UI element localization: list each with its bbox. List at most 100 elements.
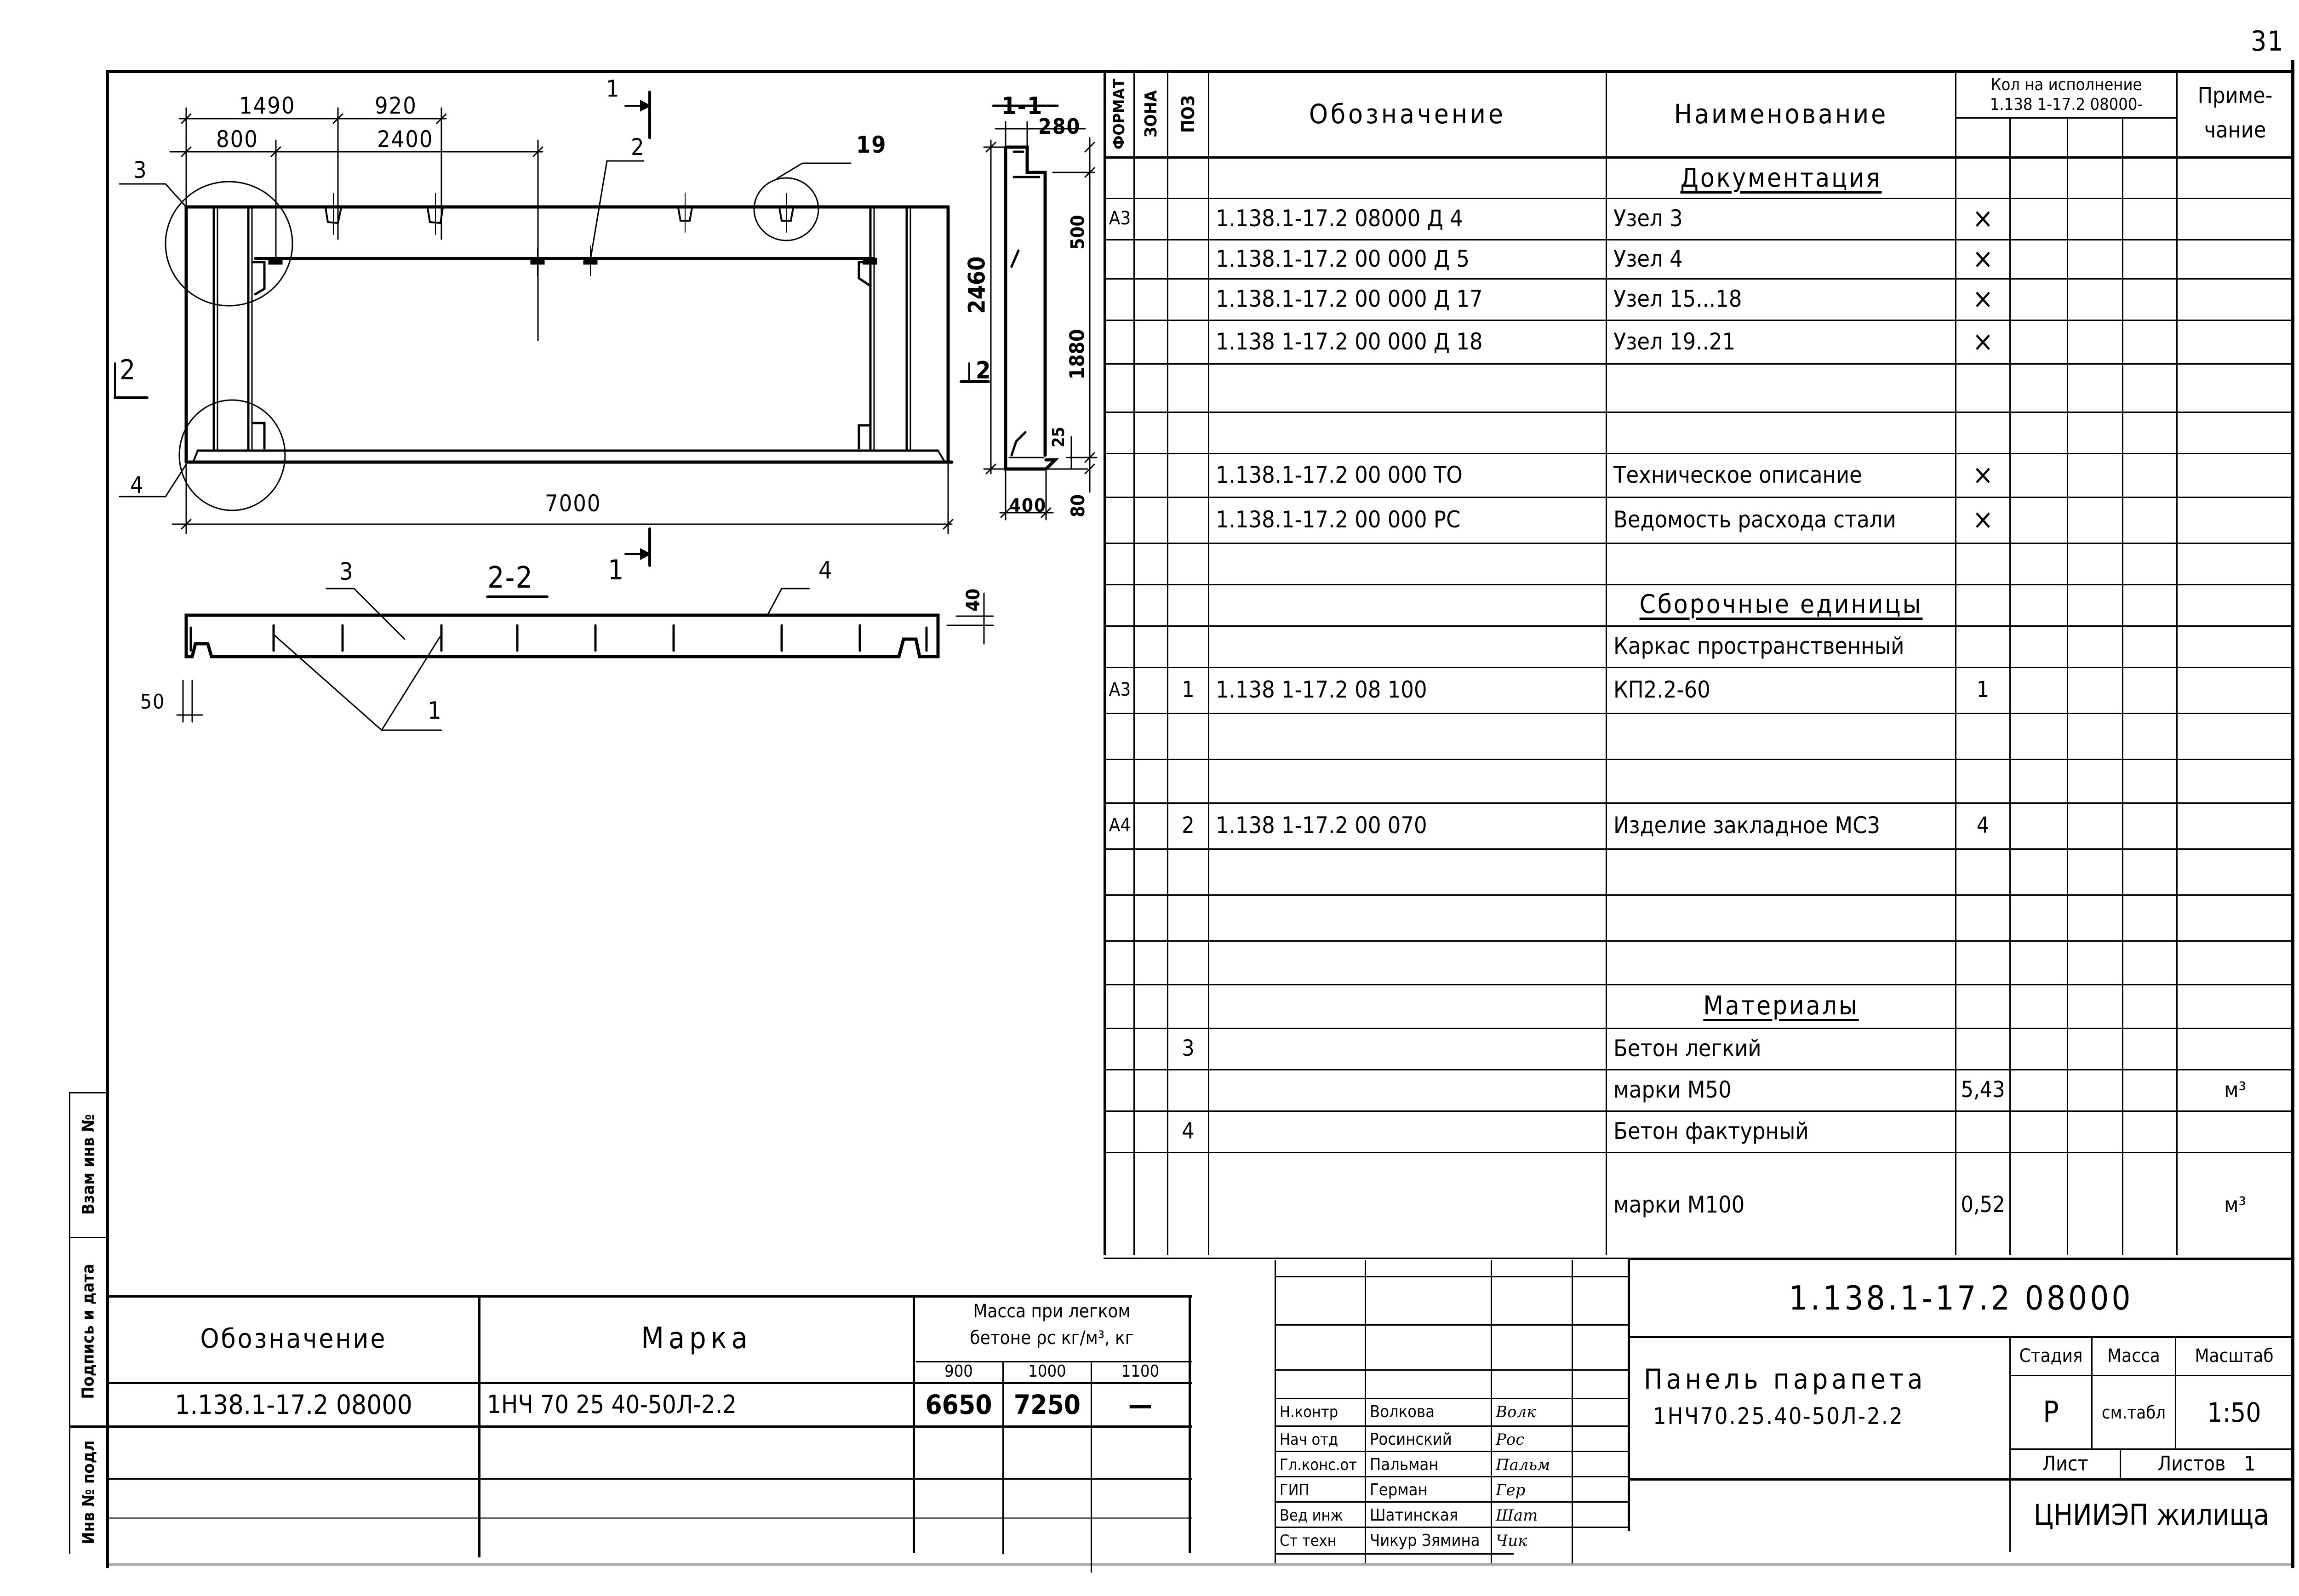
dim-7000: 7000 xyxy=(545,490,601,517)
signature-sign: Рос xyxy=(1496,1430,1525,1449)
spec-cell-qty: × xyxy=(1972,242,1994,275)
spec-cell-designation xyxy=(1209,1028,1606,1069)
section-mark-1-top: 1 xyxy=(606,75,620,102)
spec-cell-note: м³ xyxy=(2224,1192,2246,1217)
spec-cell-designation xyxy=(1209,625,1606,667)
callout-1-section: 1 xyxy=(428,697,442,725)
spec-cell-designation: 1.138.1-17.2 00 000 ТО xyxy=(1216,461,1463,488)
spec-cell-note xyxy=(2178,667,2293,713)
mass-header-mark: Марка xyxy=(641,1321,752,1356)
row-divider xyxy=(1104,239,2294,240)
spec-cell-name: марки М100 xyxy=(1613,1191,1745,1218)
title-line2: 1НЧ70.25.40-50Л-2.2 xyxy=(1653,1403,1904,1430)
frame-left xyxy=(106,71,109,1568)
dim-40: 40 xyxy=(963,588,984,612)
header-designation: Обозначение xyxy=(1309,98,1506,130)
mass-header-line1: Масса при легком xyxy=(973,1301,1131,1322)
spec-cell-pos xyxy=(1168,543,1208,584)
spec-cell-note xyxy=(2178,984,2293,1028)
spec-cell-pos xyxy=(1168,894,1208,940)
spec-cell-qty xyxy=(1956,543,2009,584)
spec-cell-designation: 1.138.1-17.2 00 000 Д 5 xyxy=(1216,245,1470,272)
spec-cell-zone xyxy=(1135,497,1167,543)
spec-cell-qty: 5,43 xyxy=(1961,1077,2005,1103)
spec-cell-zone xyxy=(1135,940,1167,984)
spec-cell-qty: × xyxy=(1972,458,1994,491)
row-divider xyxy=(1104,984,2294,985)
spec-cell-zone xyxy=(1135,584,1167,625)
spec-cell-note xyxy=(2178,1028,2293,1069)
header-qty-line2: 1.138 1-17.2 08000- xyxy=(1990,95,2143,114)
signature-role: Н.контр xyxy=(1280,1402,1338,1421)
spec-cell-designation: 1.138 1-17.2 00 000 Д 18 xyxy=(1216,328,1483,355)
sheet-label: Лист xyxy=(2042,1452,2088,1476)
row-divider xyxy=(1104,543,2294,544)
spec-cell-format: А3 xyxy=(1109,679,1131,700)
spec-cell-format xyxy=(1106,453,1133,497)
section-2-2-dimensions xyxy=(176,592,994,723)
spec-cell-zone xyxy=(1135,625,1167,667)
mass-density-900: 900 xyxy=(944,1362,973,1381)
section-2-2-rebar xyxy=(189,624,928,652)
dim-1880: 1880 xyxy=(1065,328,1089,380)
spec-cell-qty: × xyxy=(1972,283,1994,315)
signature-name: Росинский xyxy=(1370,1430,1452,1449)
dim-25: 25 xyxy=(1049,426,1069,447)
spec-cell-pos: 4 xyxy=(1182,1118,1195,1144)
row-divider xyxy=(1104,759,2294,760)
spec-cell-pos xyxy=(1168,1069,1208,1110)
row-divider xyxy=(1104,802,2294,804)
spec-cell-note xyxy=(2178,894,2293,940)
node-circles xyxy=(165,177,819,511)
spec-cell-pos xyxy=(1168,713,1208,759)
spec-cell-pos xyxy=(1168,625,1208,667)
spec-cell-name: Каркас пространственный xyxy=(1613,633,1904,659)
spec-cell-zone xyxy=(1135,320,1167,363)
spec-cell-designation: 1.138.1-17.2 00 000 Д 17 xyxy=(1216,286,1483,312)
spec-cell-qty xyxy=(1956,625,2009,667)
spec-cell-qty xyxy=(1956,713,2009,759)
spec-cell-pos xyxy=(1168,320,1208,363)
spec-cell-note xyxy=(2178,320,2293,363)
section-1-1-view xyxy=(1004,145,1088,471)
spec-cell-designation: 1.138.1-17.2 00 000 РС xyxy=(1216,506,1461,533)
section-1-1-title: 1-1 xyxy=(1001,92,1043,120)
spec-cell-note xyxy=(2178,239,2293,278)
spec-cell-note xyxy=(2178,453,2293,497)
row-divider xyxy=(1104,497,2294,498)
spec-cell-designation xyxy=(1209,848,1606,894)
spec-cell-name: Материалы xyxy=(1703,990,1859,1021)
spec-cell-pos xyxy=(1168,497,1208,543)
spec-cell-pos xyxy=(1168,759,1208,802)
spec-cell-designation xyxy=(1209,584,1606,625)
signature-sign: Гер xyxy=(1496,1481,1526,1499)
spec-cell-zone xyxy=(1135,713,1167,759)
spec-cell-name: Ведомость расхода стали xyxy=(1613,506,1896,533)
spec-cell-designation: 1.138.1-17.2 08000 Д 4 xyxy=(1216,205,1463,232)
callout-4-section: 4 xyxy=(818,557,833,584)
spec-cell-name: марки М50 xyxy=(1613,1076,1732,1103)
spec-cell-note xyxy=(2178,802,2293,848)
page-number: 31 xyxy=(2251,25,2284,57)
spec-cell-designation xyxy=(1209,363,1606,412)
spec-cell-name xyxy=(1607,412,1955,453)
dim-1490: 1490 xyxy=(239,92,296,119)
spec-cell-name xyxy=(1607,363,1955,412)
mass-label: Масса xyxy=(2107,1345,2160,1367)
signature-name: Волкова xyxy=(1370,1402,1435,1421)
spec-cell-note xyxy=(2178,412,2293,453)
mass-value: см.табл xyxy=(2101,1402,2166,1423)
spec-cell-note xyxy=(2178,1110,2293,1152)
spec-cell-format xyxy=(1106,848,1133,894)
spec-cell-name: КП2.2-60 xyxy=(1613,676,1710,703)
spec-cell-qty: × xyxy=(1972,202,1994,235)
spec-cell-name: Бетон фактурный xyxy=(1613,1118,1809,1144)
row-divider xyxy=(1104,1069,2294,1070)
spec-cell-format xyxy=(1106,1069,1133,1110)
spec-cell-note xyxy=(2178,713,2293,759)
frame-right xyxy=(2291,60,2294,1568)
callout-2: 2 xyxy=(631,134,645,160)
spec-cell-name xyxy=(1607,894,1955,940)
signature-role: ГИП xyxy=(1280,1481,1310,1499)
section-marks xyxy=(114,91,990,567)
